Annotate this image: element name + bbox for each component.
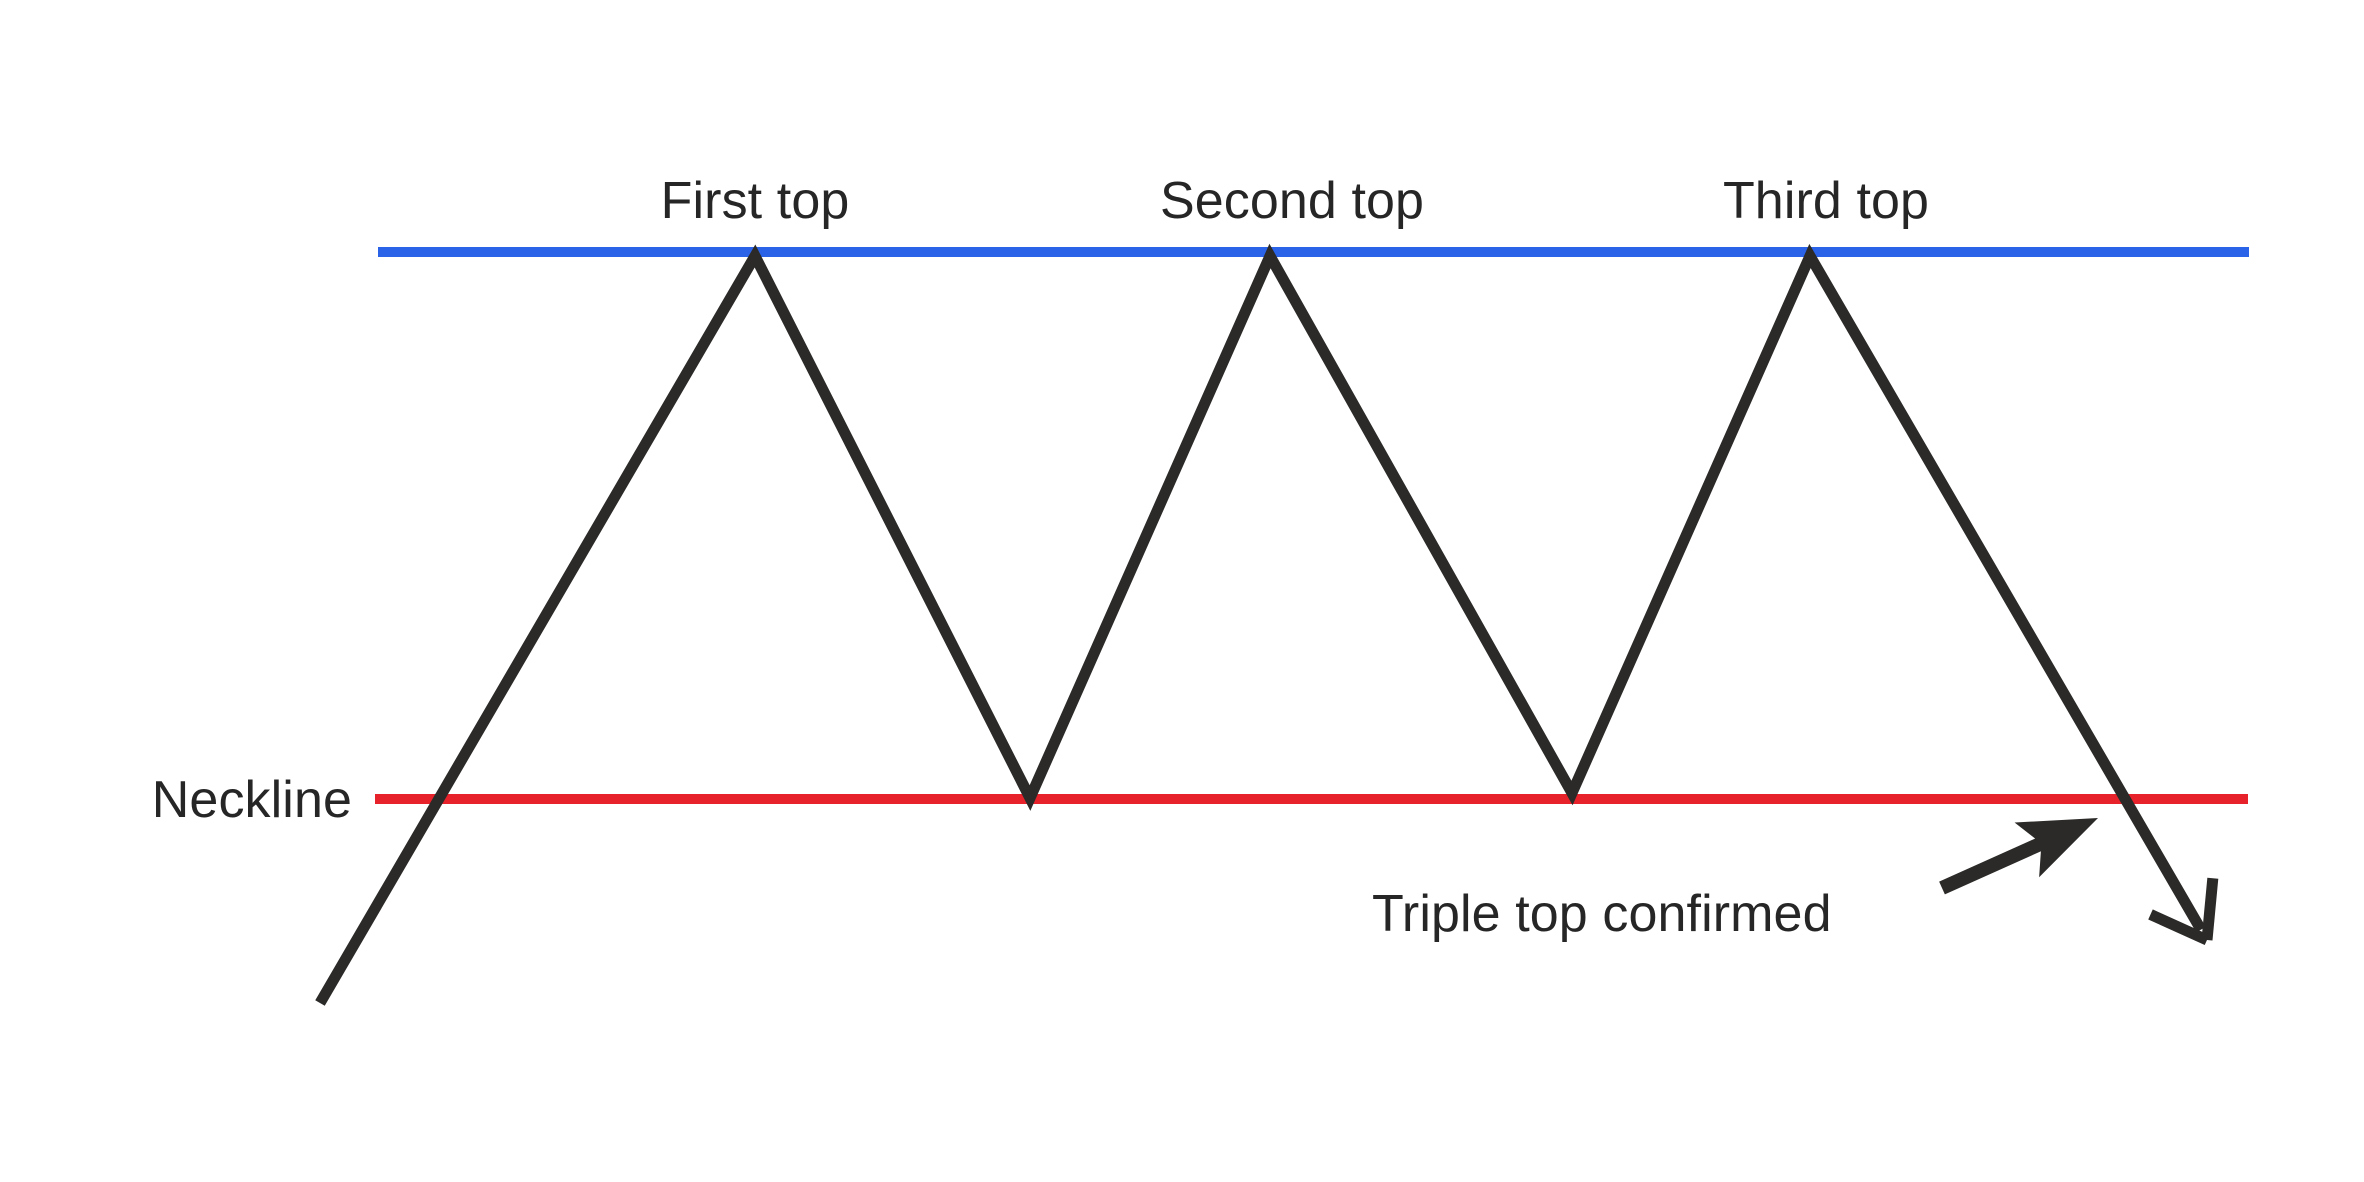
first-top-label: First top bbox=[660, 172, 850, 230]
price-line bbox=[315, 243, 2206, 1006]
third-top-label: Third top bbox=[1722, 172, 1930, 230]
neckline-label: Neckline bbox=[151, 771, 352, 829]
breakdown-arrow-icon bbox=[2148, 877, 2219, 946]
second-top-label: Second top bbox=[1159, 172, 1425, 230]
triple-top-confirmed-label: Triple top confirmed bbox=[1372, 885, 1832, 943]
confirmation-arrow-icon bbox=[1939, 818, 2098, 895]
